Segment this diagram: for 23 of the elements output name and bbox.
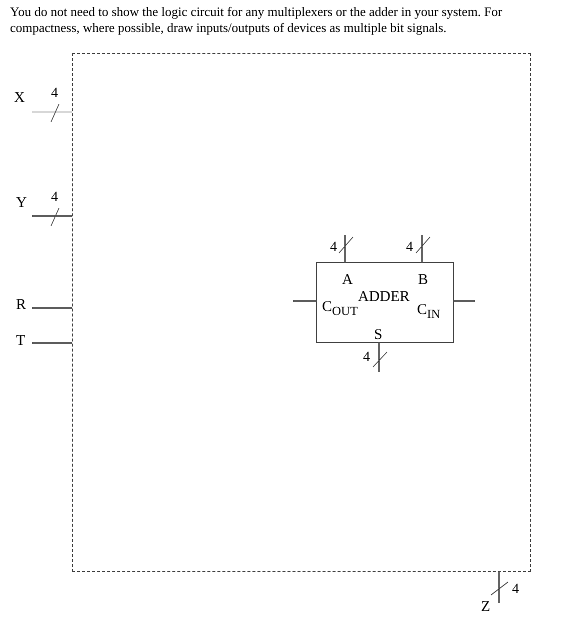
signal-wire [378, 343, 380, 372]
port-label: C$_{OUT}$ [322, 300, 358, 318]
port-label: C$_{IN}$ [417, 303, 440, 320]
signal-wire [498, 572, 500, 603]
signal-label: X [14, 91, 25, 106]
signal-wire [454, 300, 475, 302]
signal-wire [293, 300, 316, 302]
port-label: A [342, 273, 353, 288]
adder-label: ADDER [358, 290, 410, 305]
signal-wire [32, 342, 72, 344]
signal-wire [344, 235, 346, 262]
signal-label: Y [16, 196, 27, 211]
signal-label: R [16, 298, 26, 313]
signal-label: Z [481, 600, 490, 615]
signal-label: T [16, 334, 26, 349]
adder-block [316, 262, 454, 343]
signal-wire [32, 215, 72, 217]
port-label: B [418, 273, 428, 288]
instruction-text: You do not need to show the logic circuit for any multiplexers or the adder in your system. For compactness, where possible, draw inputs/outputs of devices as multiple bit signals. [10, 4, 504, 36]
signal-wire [421, 235, 423, 262]
signal-wire [32, 111, 72, 113]
signal-wire [32, 307, 72, 309]
port-label: S [374, 328, 382, 343]
